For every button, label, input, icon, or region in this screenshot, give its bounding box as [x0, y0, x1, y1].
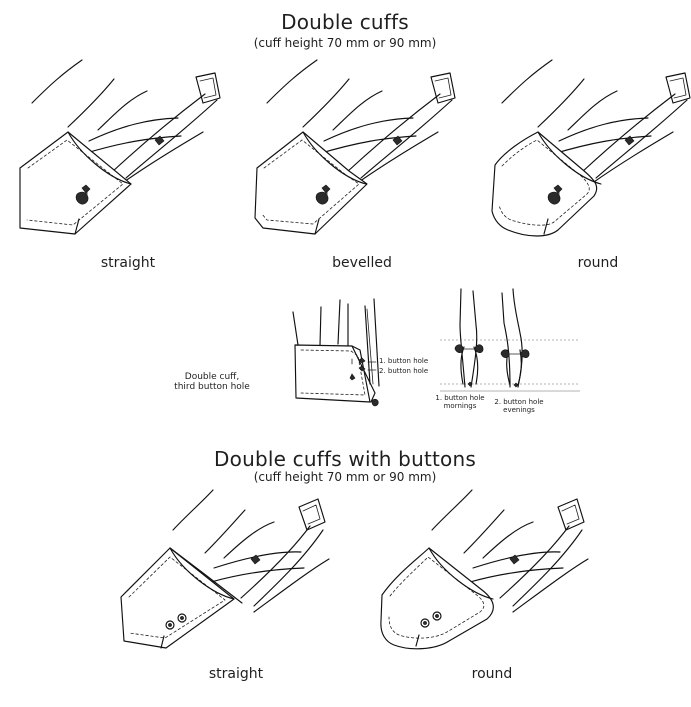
- double-cuff-bevelled-illustration: [254, 59, 456, 235]
- mornings-label: 1. button hole mornings: [435, 394, 485, 410]
- double-cuff-straight-illustration: [19, 59, 221, 235]
- button-hole-comparison-diagram: [440, 288, 580, 392]
- bottom-title: Double cuffs with buttons: [214, 447, 476, 471]
- double-cuff-buttons-straight-illustration: [120, 489, 330, 649]
- bottom-subtitle: (cuff height 70 mm or 90 mm): [253, 470, 437, 484]
- caption-buttons-round: round: [471, 666, 513, 682]
- hole-2-label: 2. button hole: [379, 367, 429, 375]
- detail-label: Double cuff, third button hole: [174, 372, 250, 392]
- hole-1-label: 1. button hole: [379, 357, 429, 365]
- top-subtitle: (cuff height 70 mm or 90 mm): [253, 36, 437, 50]
- caption-straight: straight: [100, 255, 156, 271]
- caption-buttons-straight: straight: [208, 666, 264, 682]
- caption-bevelled: bevelled: [332, 255, 392, 271]
- third-button-hole-detail: [292, 298, 380, 407]
- caption-round: round: [577, 255, 619, 271]
- double-cuff-buttons-round-illustration: [380, 489, 589, 650]
- double-cuff-round-illustration: [491, 59, 691, 237]
- evenings-label: 2. button hole evenings: [494, 398, 544, 414]
- top-title: Double cuffs: [281, 10, 409, 34]
